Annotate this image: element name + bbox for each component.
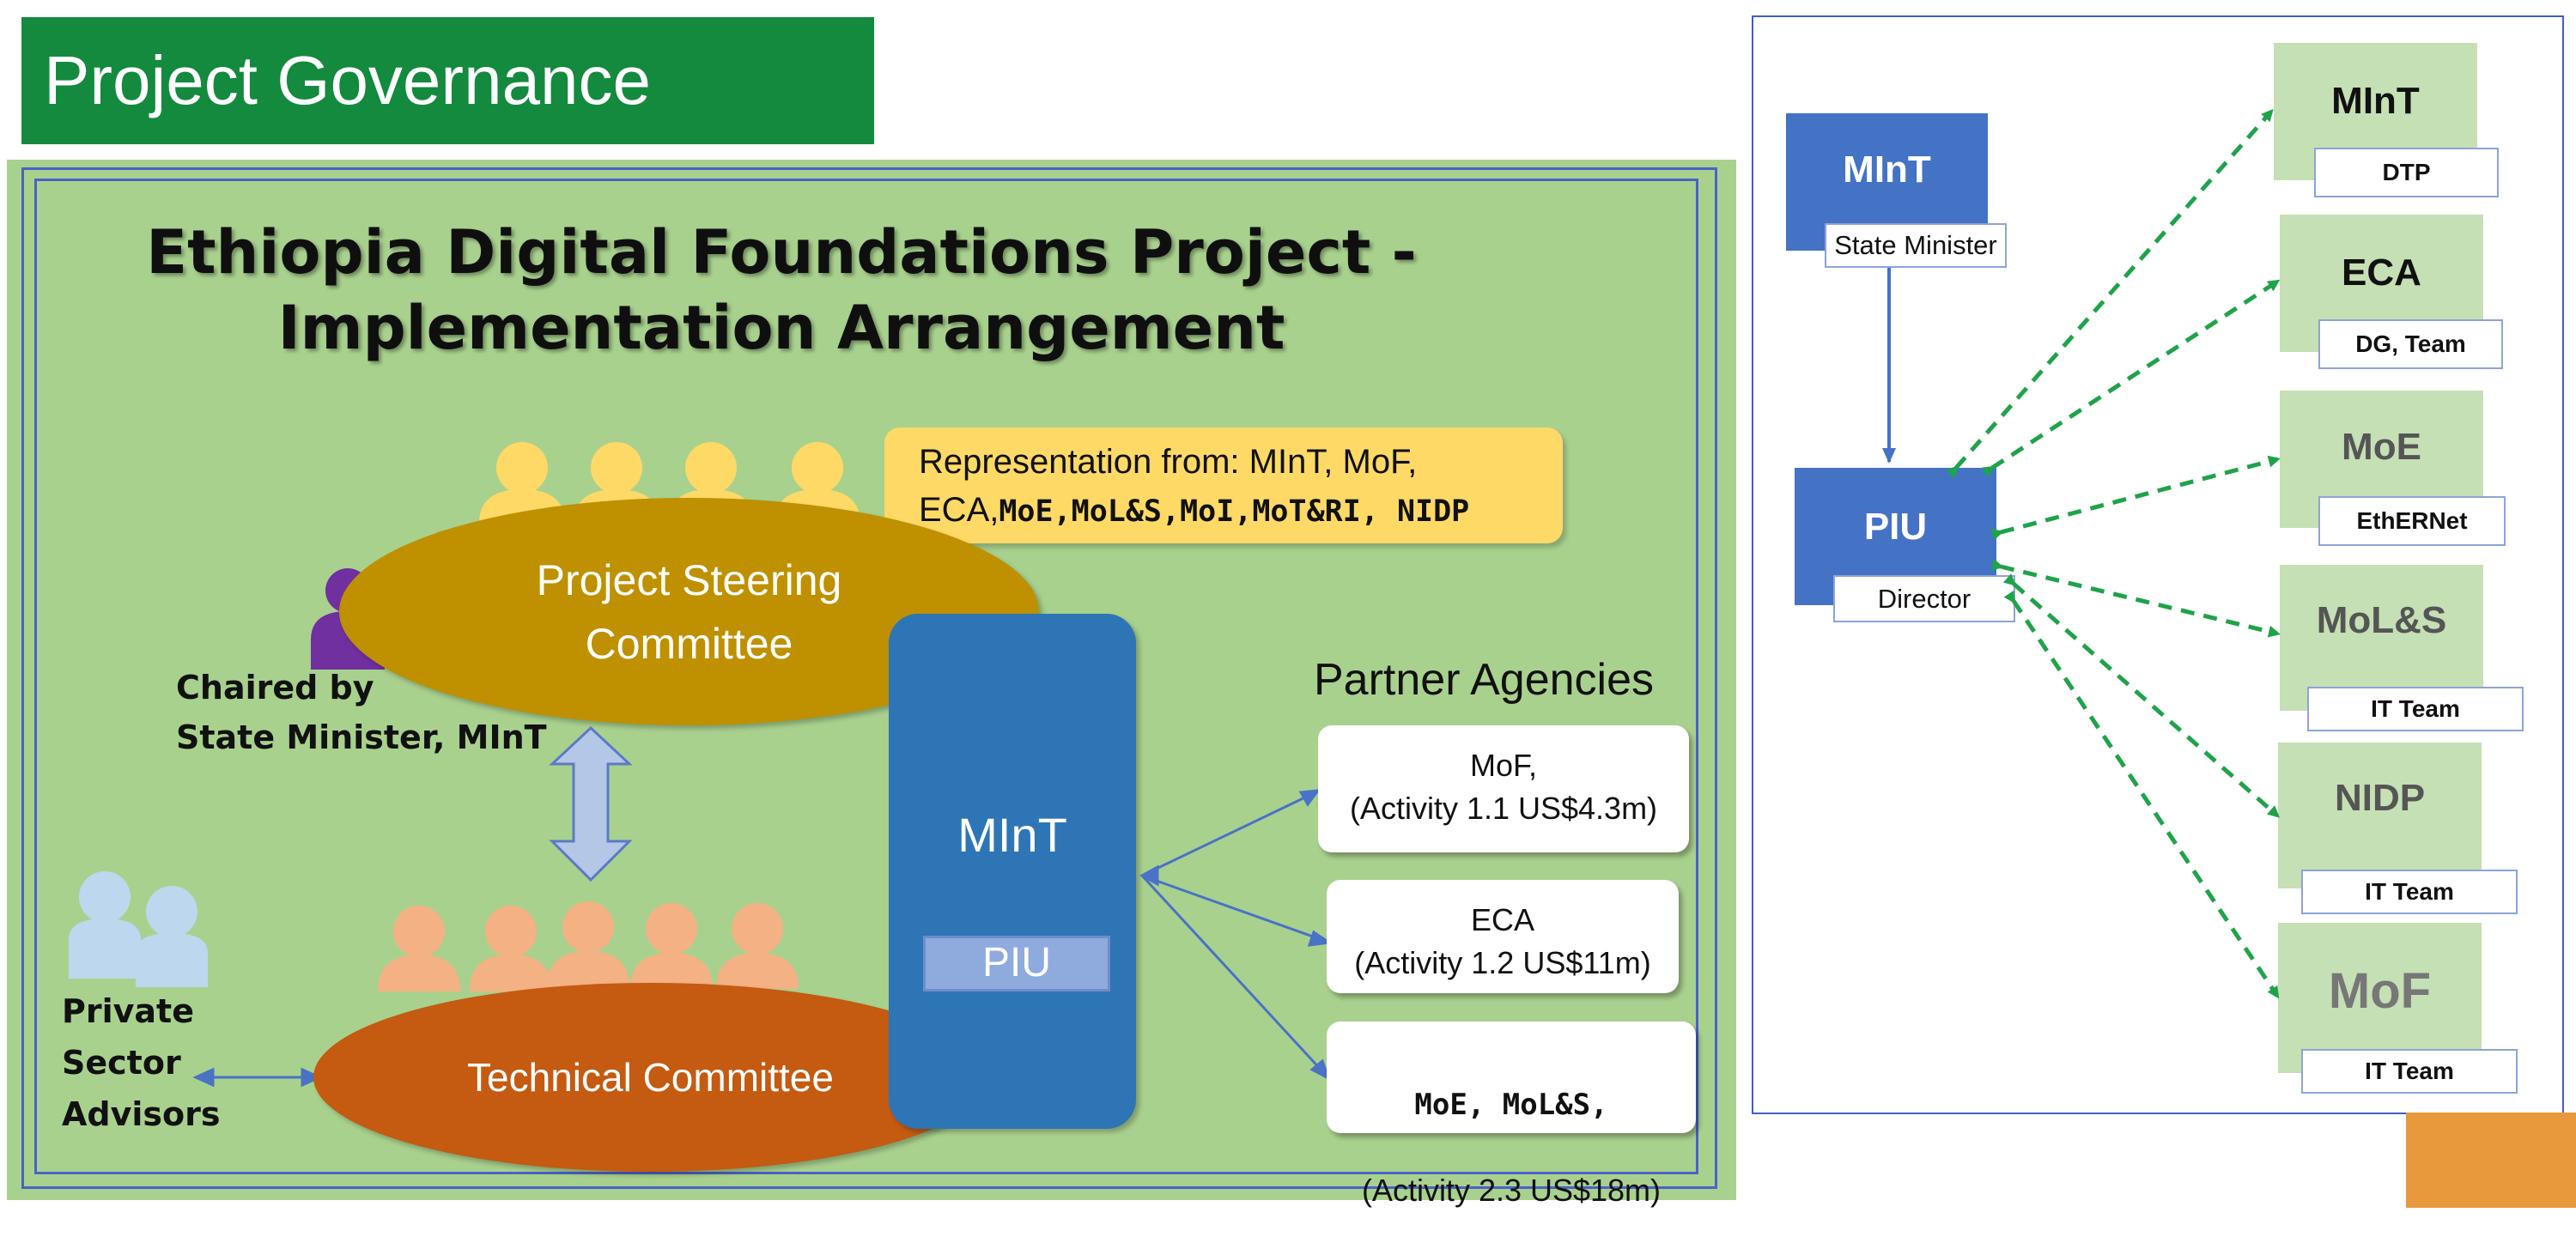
main-heading-line2: Implementation Arrangement bbox=[277, 293, 1285, 363]
partner-box-eca: ECA (Activity 1.2 US$11m) bbox=[1327, 880, 1679, 993]
private-sector-label: Private Sector Advisors bbox=[62, 992, 221, 1133]
corner-accent bbox=[2406, 1113, 2576, 1208]
org-piu-role: Director bbox=[1833, 575, 2015, 622]
org-agency-mols-team: IT Team bbox=[2307, 687, 2524, 731]
partner-connectors bbox=[1139, 789, 1334, 1082]
private-to-technical-arrow-icon bbox=[192, 1067, 323, 1088]
partner-box-moe-line2: (Activity 2.3 US$18m) bbox=[1361, 1173, 1662, 1208]
panel-frame-outer bbox=[21, 167, 1717, 1189]
org-agency-moe-team: EthERNet bbox=[2318, 496, 2506, 546]
partner-agencies-heading: Partner Agencies bbox=[1314, 655, 1655, 705]
main-heading: Ethiopia Digital Foundations Project - I… bbox=[103, 215, 1460, 366]
representation-box: Representation from: MInT, MoF, ECA,MoE,… bbox=[884, 427, 1563, 543]
connector-moe-head bbox=[1309, 1058, 1331, 1082]
connector-eca bbox=[1141, 874, 1323, 942]
partner-box-moe-line1: MoE, MoL&S, bbox=[1414, 1088, 1608, 1122]
private-advisors-icon bbox=[69, 871, 208, 987]
partner-box-moe: MoE, MoL&S, (Activity 2.3 US$18m) bbox=[1327, 1022, 1696, 1208]
org-agency-nidp-team: IT Team bbox=[2301, 870, 2518, 914]
piu-chip: PIU bbox=[923, 936, 1110, 991]
slide-title: Project Governance bbox=[21, 17, 874, 144]
representation-line1: Representation from: MInT, MoF, bbox=[919, 443, 1418, 481]
org-arrow-to-moe bbox=[1990, 455, 2281, 541]
partner-box-mof: MoF, (Activity 1.1 US$4.3m) bbox=[1318, 725, 1689, 852]
connector-mof-head bbox=[1298, 789, 1321, 807]
mint-block-label: MInT bbox=[957, 808, 1067, 862]
connector-moe bbox=[1140, 874, 1324, 1073]
org-agency-mof-team: IT Team bbox=[2301, 1049, 2518, 1094]
org-agency-mof: MoF bbox=[2278, 923, 2482, 1073]
org-arrow-to-eca bbox=[1981, 279, 2281, 478]
org-agency-mint-team: DTP bbox=[2314, 148, 2499, 197]
representation-line2-normal: ECA, bbox=[919, 491, 999, 529]
chaired-by-label: Chaired by State Minister, MInT bbox=[176, 669, 547, 756]
org-arrow-to-mint bbox=[1946, 109, 2274, 479]
org-agency-eca-team: DG, Team bbox=[2318, 319, 2503, 369]
technical-members-icon bbox=[378, 901, 799, 991]
connector-mof bbox=[1141, 792, 1313, 877]
technical-committee: Technical Committee bbox=[313, 983, 987, 1172]
org-arrow-to-mols bbox=[1990, 558, 2281, 638]
org-arrow-to-mof bbox=[2003, 590, 2280, 999]
org-chart-arrows bbox=[1882, 109, 2281, 999]
connector-origin bbox=[1139, 864, 1159, 887]
org-arrow-to-nidp bbox=[2002, 573, 2281, 818]
committee-link-arrow-icon bbox=[549, 725, 633, 882]
main-heading-line1: Ethiopia Digital Foundations Project - bbox=[146, 217, 1417, 288]
representation-line2-agencies: MoE,MoL&S,MoI,MoT&RI, NIDP bbox=[999, 494, 1470, 529]
org-agency-mols: MoL&S bbox=[2280, 565, 2483, 711]
panel-frame-inner bbox=[34, 179, 1698, 1174]
org-agency-nidp: NIDP bbox=[2278, 743, 2482, 888]
connector-eca-head bbox=[1307, 930, 1334, 947]
mint-block bbox=[889, 614, 1136, 1129]
